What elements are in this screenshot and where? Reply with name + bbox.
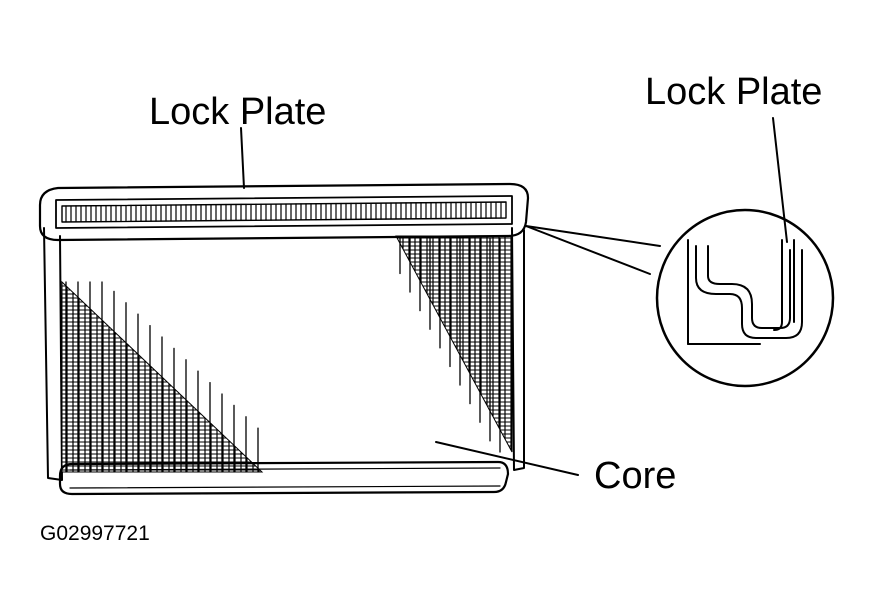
figure-code: G02997721	[40, 522, 150, 545]
lock-plate-detail-magnifier	[655, 208, 835, 388]
lock-plate-label-left: Lock Plate	[149, 91, 326, 133]
top-lock-plate	[38, 182, 530, 242]
core-label: Core	[594, 455, 676, 497]
core-body	[43, 227, 525, 481]
bottom-lock-plate	[58, 460, 510, 496]
lock-plate-label-right: Lock Plate	[645, 71, 822, 113]
core-fins-upper-right	[395, 235, 513, 453]
leader-lines	[240, 117, 788, 476]
detail-callout-lines	[525, 225, 661, 275]
